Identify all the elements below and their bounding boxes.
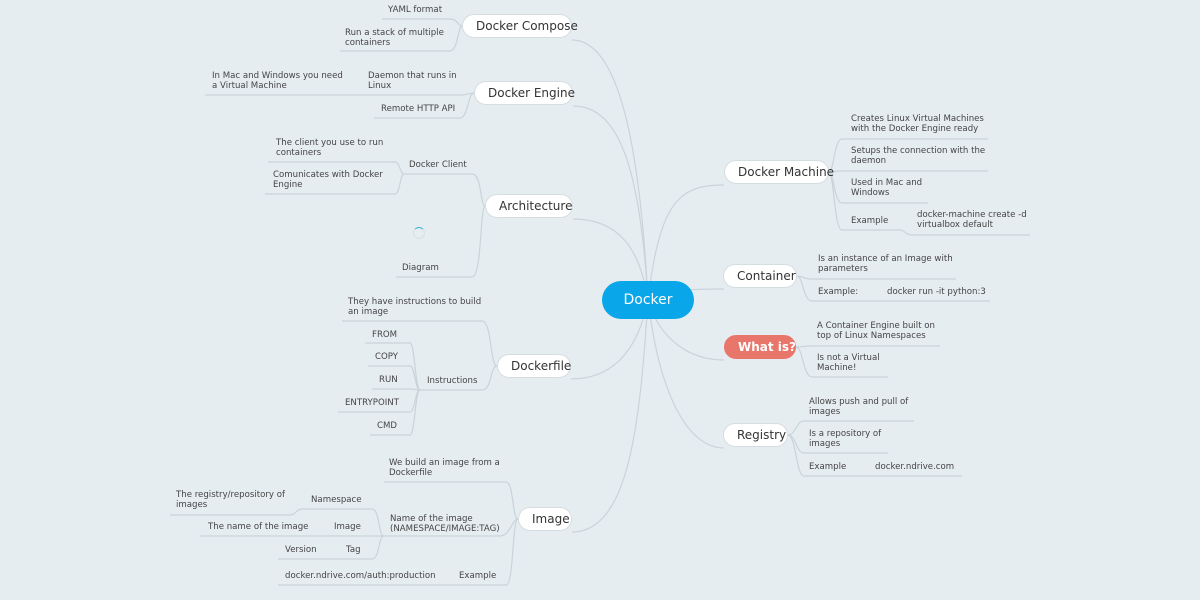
leaf-whatis-not-vm[interactable]: Is not a Virtual Machine! [817,353,880,373]
node-container[interactable]: Container [723,264,797,288]
leaf-registry-repository[interactable]: Is a repository of images [809,429,882,449]
leaf-whatis-engine[interactable]: A Container Engine built on top of Linux… [817,321,936,341]
leaf-example-value[interactable]: docker.ndrive.com/auth:production [285,571,436,581]
leaf-machine-creates[interactable]: Creates Linux Virtual Machines with the … [851,114,984,134]
leaf-namespace[interactable]: Namespace [311,495,362,505]
leaf-vm-note[interactable]: In Mac and Windows you need a Virtual Ma… [212,71,343,91]
leaf-name-format[interactable]: Name of the image (NAMESPACE/IMAGE:TAG) [390,514,500,534]
leaf-build-from[interactable]: We build an image from a Dockerfile [389,458,500,478]
leaf-machine-used[interactable]: Used in Mac and Windows [851,178,923,198]
leaf-run-stack[interactable]: Run a stack of multiple containers [345,28,444,48]
node-docker-machine[interactable]: Docker Machine [724,160,834,184]
leaf-image-part[interactable]: Image [334,522,361,532]
leaf-container-example-value[interactable]: docker run -it python:3 [887,287,986,297]
leaf-daemon-linux[interactable]: Daemon that runs in Linux [368,71,457,91]
leaf-docker-client[interactable]: Docker Client [409,160,467,170]
leaf-tag[interactable]: Tag [346,545,361,555]
node-dockerfile[interactable]: Dockerfile [497,354,571,378]
leaf-client-run[interactable]: The client you use to run containers [276,138,384,158]
leaf-container-desc[interactable]: Is an instance of an Image with paramete… [818,254,953,274]
node-docker-compose[interactable]: Docker Compose [462,14,578,38]
root-node-docker[interactable]: Docker [602,281,694,319]
leaf-registry-push-pull[interactable]: Allows push and pull of images [809,397,909,417]
leaf-diagram[interactable]: Diagram [402,263,439,273]
node-registry[interactable]: Registry [723,423,788,447]
node-architecture[interactable]: Architecture [485,194,573,218]
node-image[interactable]: Image [518,507,572,531]
leaf-instructions[interactable]: Instructions [427,376,478,386]
leaf-namespace-desc[interactable]: The registry/repository of images [176,490,286,510]
leaf-copy[interactable]: COPY [375,352,399,362]
node-what-is[interactable]: What is? [724,335,796,359]
leaf-container-example-label[interactable]: Example: [818,287,859,297]
leaf-cmd[interactable]: CMD [377,421,398,431]
leaf-remote-api[interactable]: Remote HTTP API [381,104,456,114]
node-docker-engine[interactable]: Docker Engine [474,81,575,105]
loading-spinner-icon [413,227,425,239]
leaf-yaml-format[interactable]: YAML format [388,5,443,15]
leaf-entrypoint[interactable]: ENTRYPOINT [345,398,399,408]
leaf-client-communicates[interactable]: Comunicates with Docker Engine [273,170,383,190]
leaf-machine-example-label[interactable]: Example [851,216,889,226]
leaf-registry-example-label[interactable]: Example [809,462,847,472]
leaf-from[interactable]: FROM [372,330,398,340]
leaf-machine-setups[interactable]: Setups the connection with the daemon [851,146,986,166]
leaf-registry-example-value[interactable]: docker.ndrive.com [875,462,955,472]
leaf-image-desc[interactable]: The name of the image [208,522,309,532]
leaf-example-label[interactable]: Example [459,571,497,581]
leaf-machine-example-value[interactable]: docker-machine create -d virtualbox defa… [917,210,1027,230]
leaf-dockerfile-intro[interactable]: They have instructions to build an image [348,297,482,317]
leaf-tag-desc[interactable]: Version [285,545,317,555]
leaf-run[interactable]: RUN [379,375,398,385]
